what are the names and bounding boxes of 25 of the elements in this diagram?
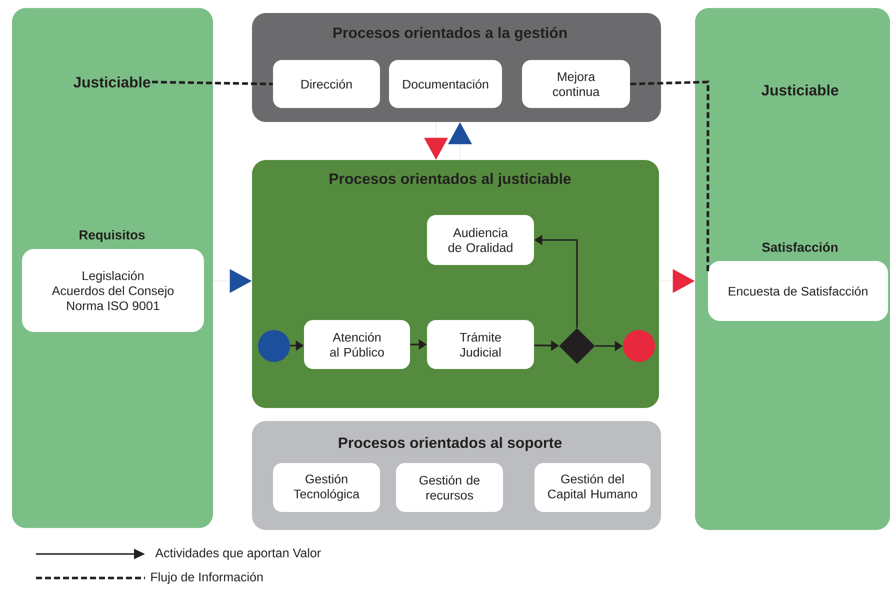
dashed-line — [630, 80, 710, 272]
process-box: Mejora continua — [522, 60, 630, 108]
process-box: Satisfacción Encuesta de Satisfacción — [708, 242, 888, 321]
label: Justiciable — [73, 76, 150, 88]
circle — [623, 330, 655, 362]
legend-label: Flujo de Información — [151, 572, 263, 584]
process-box: Gestión Tecnológica — [273, 463, 380, 512]
triangle-arrow — [448, 122, 472, 160]
process-box: Atención al Público — [304, 320, 410, 369]
triangle-arrow — [424, 122, 448, 160]
process-box: Dirección — [273, 60, 380, 108]
circle — [258, 330, 290, 362]
node-label: Satisfacción — [762, 242, 838, 252]
process-box: Gestión del Capital Humano — [534, 463, 650, 512]
dashed-line — [152, 80, 273, 86]
node-label: Requisitos — [80, 230, 145, 242]
process-box: Audiencia de Oralidad — [427, 215, 534, 265]
process-box: Gestión de recursos — [396, 463, 503, 512]
decision-diamond — [559, 328, 595, 364]
legend-label: Actividades que aportan Valor — [155, 548, 321, 560]
process-box: Trámite Judicial — [427, 320, 534, 369]
triangle-arrow — [213, 269, 252, 293]
triangle-arrow — [659, 269, 695, 293]
process-box: Documentación — [389, 60, 502, 108]
process-box: Requisitos Legislación Acuerdos del Consejo Norma ISO 9001 — [22, 230, 204, 332]
